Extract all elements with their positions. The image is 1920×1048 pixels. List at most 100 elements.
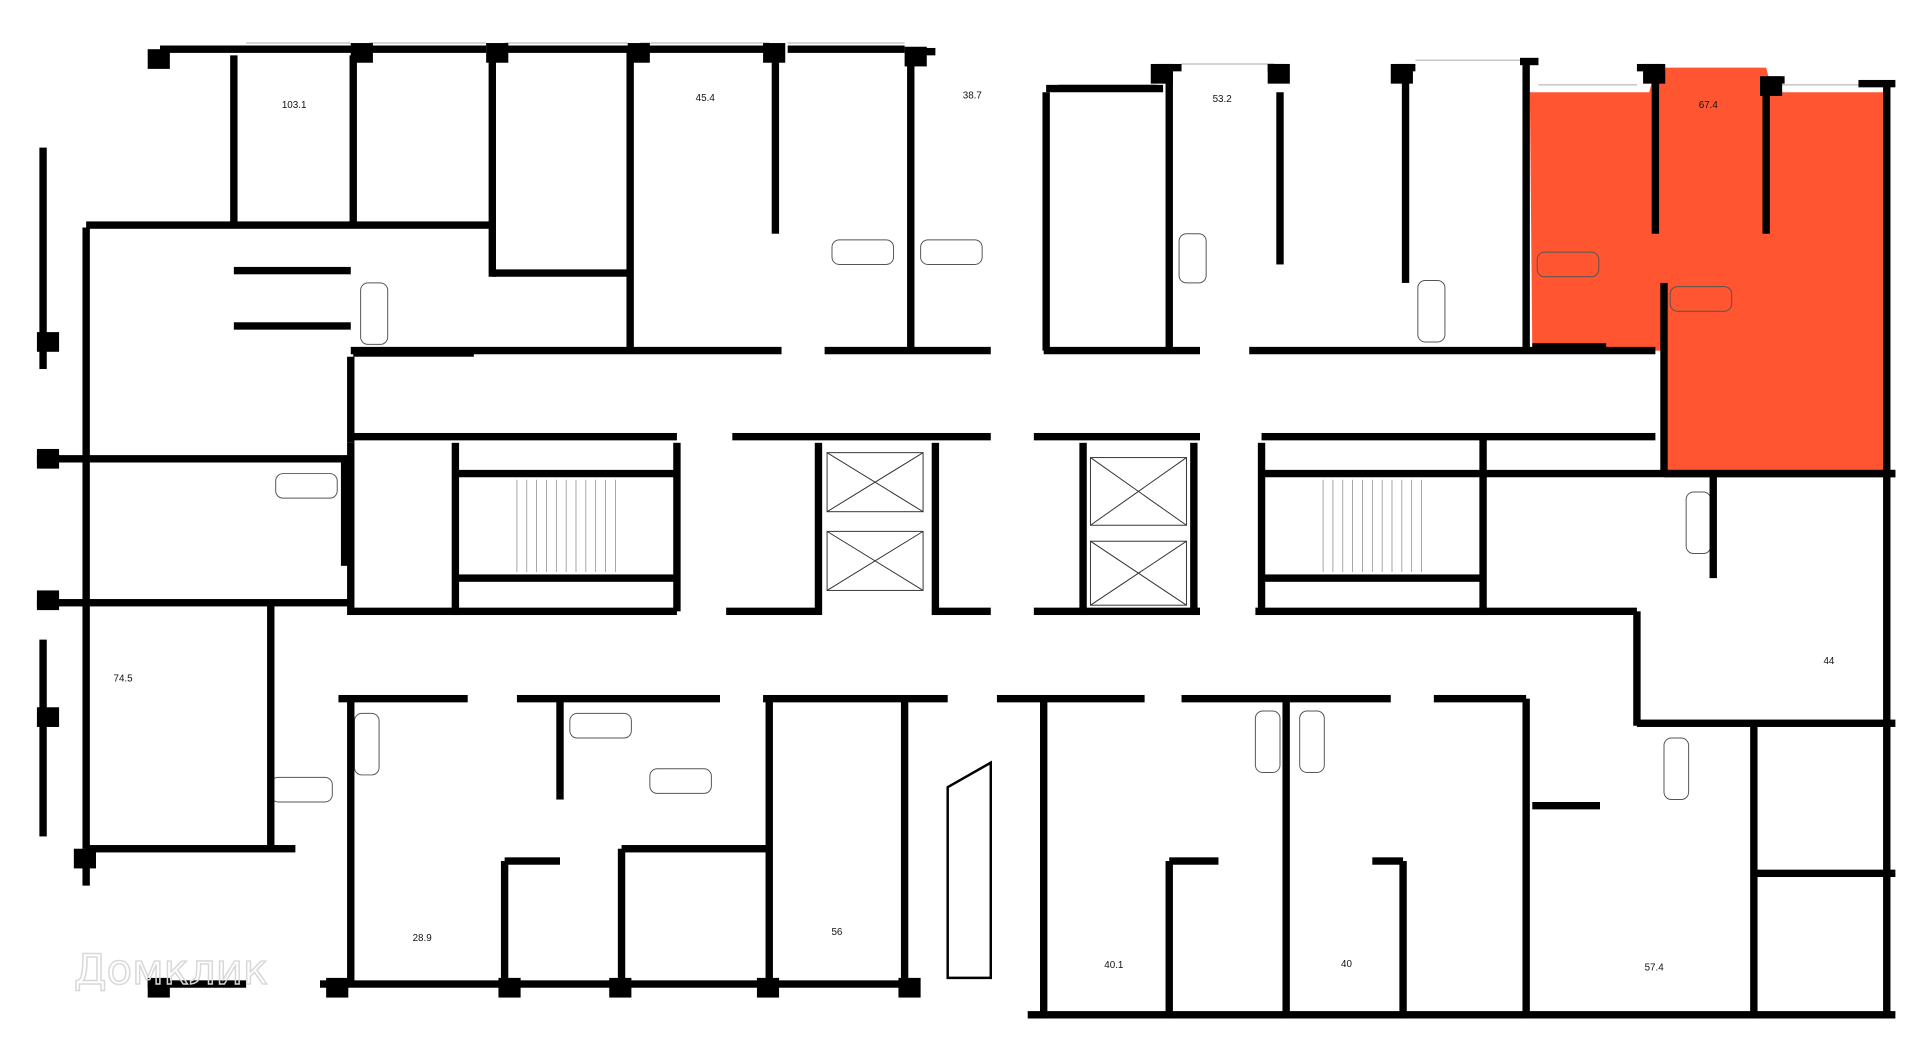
wall xyxy=(787,45,905,53)
wall xyxy=(1401,67,1410,283)
apartment-area-label: 56 xyxy=(831,927,842,938)
wall xyxy=(347,356,355,443)
wall xyxy=(504,45,634,53)
elevator-cross xyxy=(826,530,924,591)
wall xyxy=(488,55,496,277)
apartment-area-label: 45.4 xyxy=(696,93,716,104)
wall-pillar xyxy=(1150,63,1173,84)
wall xyxy=(516,980,616,988)
wall xyxy=(1169,857,1219,865)
bathtub xyxy=(831,239,895,265)
wall xyxy=(233,322,351,330)
wall xyxy=(147,980,247,988)
wall xyxy=(1079,442,1087,616)
bathtub xyxy=(1685,491,1712,555)
wall xyxy=(338,694,468,703)
wall xyxy=(1261,574,1484,582)
wall xyxy=(320,980,505,988)
wall xyxy=(1040,698,1048,1019)
wall xyxy=(455,574,677,582)
wall-pillar xyxy=(756,977,780,998)
wall-pillar xyxy=(498,977,521,998)
stair-ramp xyxy=(946,760,992,980)
wall-pillar xyxy=(1643,63,1666,84)
wall xyxy=(1372,857,1404,865)
wall-pillar xyxy=(1267,63,1290,84)
bathtub xyxy=(1178,233,1207,284)
wall xyxy=(451,442,460,616)
highlighted-apartment-67-4[interactable] xyxy=(1529,67,1884,474)
wall xyxy=(907,55,915,351)
wall xyxy=(350,607,677,616)
wall xyxy=(1532,801,1600,810)
wall xyxy=(82,227,90,462)
wall xyxy=(1483,607,1637,616)
elevators xyxy=(826,452,1187,606)
wall xyxy=(516,694,720,703)
wall xyxy=(626,49,634,351)
wall-pillar xyxy=(904,46,927,67)
walls xyxy=(36,43,1896,1019)
wall xyxy=(160,45,357,53)
wall xyxy=(39,147,47,370)
apartment-area-label-highlighted: 67.4 xyxy=(1699,100,1719,111)
wall xyxy=(1249,346,1656,355)
wall xyxy=(504,857,560,865)
wall xyxy=(771,55,780,234)
wall xyxy=(646,45,770,53)
bathtub xyxy=(569,712,632,739)
bathtub xyxy=(920,239,983,265)
wall xyxy=(1709,473,1717,579)
wall xyxy=(775,980,911,988)
wall-pillar xyxy=(898,977,921,998)
wall xyxy=(1255,607,1484,616)
wall xyxy=(1479,436,1487,616)
wall xyxy=(340,457,349,566)
wall xyxy=(233,266,351,275)
wall xyxy=(627,980,764,988)
apartment-area-label: 57.4 xyxy=(1645,963,1665,974)
wall xyxy=(349,55,357,228)
wall xyxy=(1261,432,1656,441)
wall xyxy=(86,221,493,229)
wall xyxy=(1660,282,1668,474)
bathtub xyxy=(270,776,333,803)
wall xyxy=(1033,432,1200,441)
wall xyxy=(1762,86,1770,234)
stairs xyxy=(516,479,1422,980)
wall xyxy=(36,599,351,607)
wall-pillar xyxy=(36,332,60,352)
wall xyxy=(82,602,90,849)
bathtub xyxy=(353,712,380,776)
elevator-shaft xyxy=(1089,457,1187,526)
wall xyxy=(82,461,90,603)
wall-pillar xyxy=(73,848,96,869)
wall xyxy=(814,442,823,616)
wall xyxy=(726,607,819,616)
wall xyxy=(1633,611,1641,726)
wall xyxy=(492,269,631,277)
wall xyxy=(556,698,564,800)
wall xyxy=(230,55,238,228)
wall-pillar xyxy=(36,707,60,727)
apartment-area-label: 74.5 xyxy=(114,673,134,684)
wall xyxy=(347,442,355,616)
wall-pillar xyxy=(763,43,786,63)
bathtub xyxy=(1417,279,1446,343)
wall-pillar xyxy=(486,43,509,63)
wall-pillar xyxy=(326,977,349,998)
wall xyxy=(1165,67,1173,351)
wall xyxy=(1522,61,1530,351)
wall xyxy=(1190,442,1198,616)
apartment-area-label: 53.2 xyxy=(1213,94,1232,105)
wall-pillar xyxy=(1390,63,1413,84)
wall xyxy=(39,639,47,837)
wall xyxy=(900,698,909,985)
wall xyxy=(765,698,773,985)
wall xyxy=(1753,869,1896,878)
bathtub xyxy=(1299,710,1325,773)
fixtures xyxy=(270,233,1733,803)
wall-pillar xyxy=(36,590,60,611)
wall xyxy=(1651,67,1660,234)
